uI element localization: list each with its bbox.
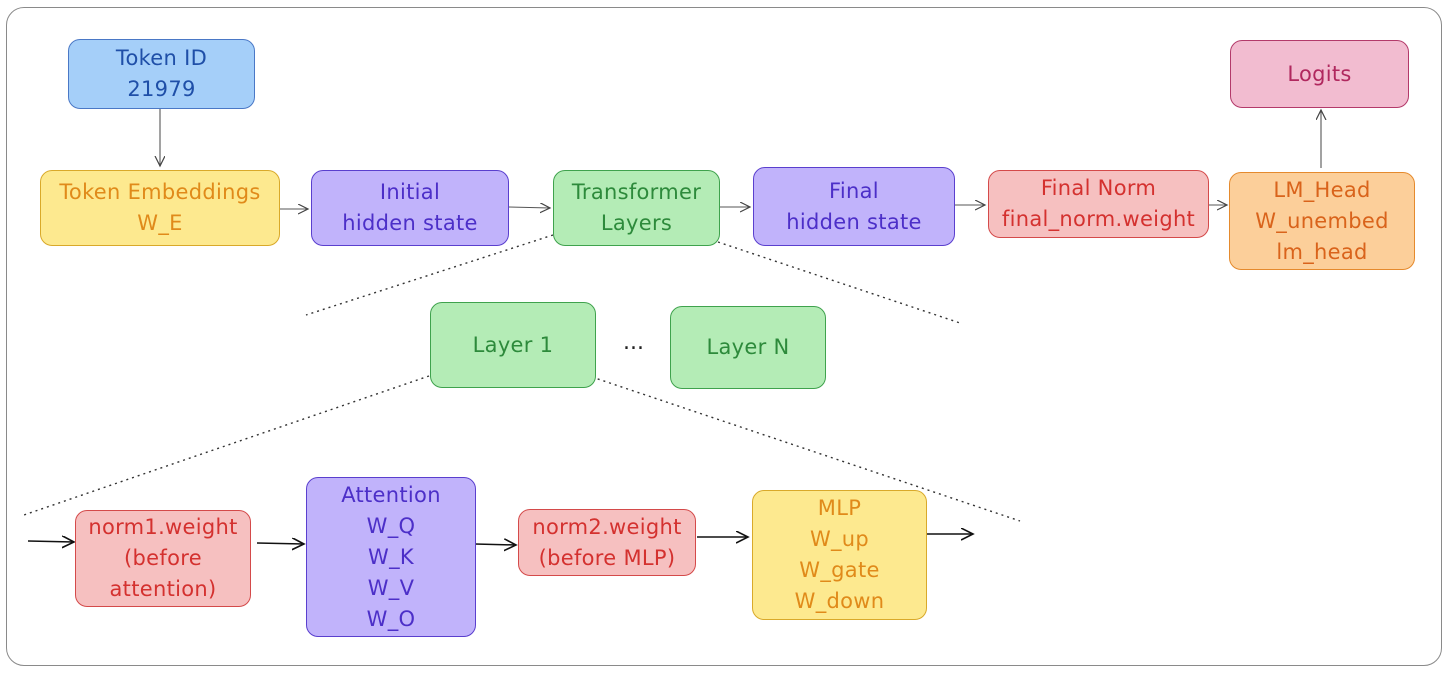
node-label-line: Transformer	[571, 180, 702, 204]
node-label-line: W_Q	[366, 513, 416, 538]
node-label-line: LM_Head	[1273, 177, 1371, 202]
layer-1-node: Layer 1	[430, 302, 596, 388]
norm1-node: norm1.weight (before attention)	[75, 510, 251, 607]
node-label-line: Layer N	[706, 335, 790, 359]
node-label-line: 21979	[127, 77, 196, 101]
node-label-line: hidden state	[342, 211, 478, 235]
layers-ellipsis: ...	[623, 330, 644, 355]
final-norm-node: Final Norm final_norm.weight	[988, 170, 1209, 238]
node-label-line: W_unembed	[1255, 208, 1389, 233]
node-label-line: W_O	[366, 606, 416, 631]
final-hidden-state-node: Final hidden state	[753, 167, 955, 246]
node-label-line: W_up	[809, 527, 870, 551]
node-label-line: MLP	[817, 496, 862, 520]
node-label-line: W_E	[137, 211, 183, 235]
node-label-line: W_K	[368, 544, 414, 569]
node-label-line: Layers	[600, 211, 673, 235]
layer-n-node: Layer N	[670, 306, 826, 389]
node-label-line: Layer 1	[472, 332, 554, 357]
node-label-line: Final	[829, 178, 879, 203]
node-label-line: Attention	[341, 482, 441, 507]
logits-node: Logits	[1230, 40, 1409, 108]
node-label-line: Final Norm	[1040, 176, 1157, 200]
zoom-line-transformer-left	[305, 234, 554, 316]
node-label-line: norm1.weight	[88, 515, 238, 539]
arrow-input-to-norm1	[27, 541, 74, 542]
norm2-node: norm2.weight (before MLP)	[518, 509, 696, 576]
zoom-line-transformer-right	[717, 241, 961, 324]
token-id-node: Token ID 21979	[68, 39, 255, 109]
node-label-line: (before	[124, 546, 202, 570]
initial-hidden-state-node: Initial hidden state	[311, 170, 509, 246]
node-label-line: Initial	[379, 180, 441, 204]
node-label-line: Token ID	[115, 46, 208, 70]
arrow-norm1-to-attention	[256, 543, 304, 544]
node-label-line: W_gate	[799, 558, 880, 582]
node-label-line: W_down	[794, 589, 885, 613]
node-label-line: (before MLP)	[538, 545, 676, 570]
node-label-line: Logits	[1287, 61, 1352, 86]
node-label-line: final_norm.weight	[1001, 207, 1196, 231]
node-label-line: lm_head	[1276, 239, 1368, 264]
node-label-line: W_V	[367, 575, 415, 600]
node-label-line: Token Embeddings	[59, 180, 261, 204]
arrow-attention-to-norm2	[474, 544, 516, 545]
node-label-line: norm2.weight	[532, 514, 682, 539]
node-label-line: hidden state	[786, 209, 922, 234]
node-label-line: attention)	[109, 577, 217, 601]
arrow-initial-to-transformer	[508, 207, 550, 208]
